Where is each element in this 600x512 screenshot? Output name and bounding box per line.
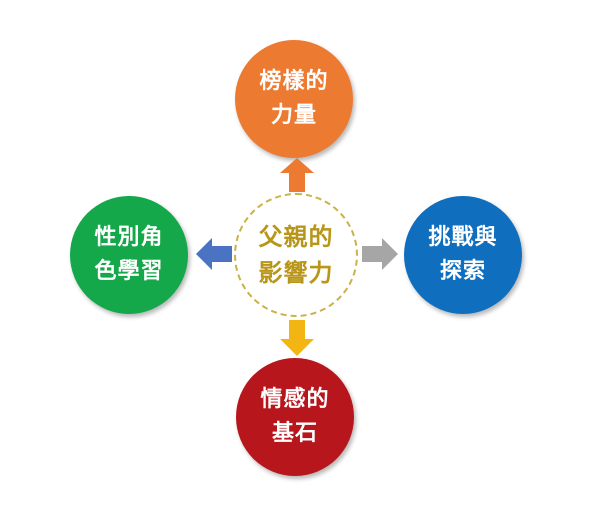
arrow-right-icon [362, 238, 398, 270]
node-emotional-foundation-line1: 情感的 [260, 387, 330, 412]
node-challenge-explore-line2: 探索 [439, 259, 486, 284]
arrow-up-shape [280, 158, 314, 192]
node-role-model: 榜樣的 力量 [235, 40, 353, 158]
node-gender-role-line1: 性別角 [94, 225, 164, 250]
node-role-model-line2: 力量 [270, 103, 317, 128]
center-line2: 影響力 [258, 259, 334, 287]
node-emotional-foundation: 情感的 基石 [236, 358, 354, 476]
node-role-model-line1: 榜樣的 [259, 69, 329, 94]
arrow-right-shape [362, 238, 398, 270]
arrow-down-shape [280, 320, 314, 356]
arrow-down-icon [280, 320, 314, 356]
node-gender-role-line2: 色學習 [94, 259, 164, 284]
node-gender-role: 性別角 色學習 [70, 196, 188, 314]
arrow-left-icon [196, 238, 232, 270]
arrow-left-shape [196, 238, 232, 270]
center-father-influence: 父親的 影響力 [234, 193, 358, 317]
arrow-up-icon [280, 158, 314, 192]
node-emotional-foundation-line2: 基石 [271, 421, 318, 446]
center-line1: 父親的 [258, 223, 334, 251]
node-challenge-explore: 挑戰與 探索 [404, 196, 522, 314]
node-challenge-explore-line1: 挑戰與 [428, 225, 498, 250]
